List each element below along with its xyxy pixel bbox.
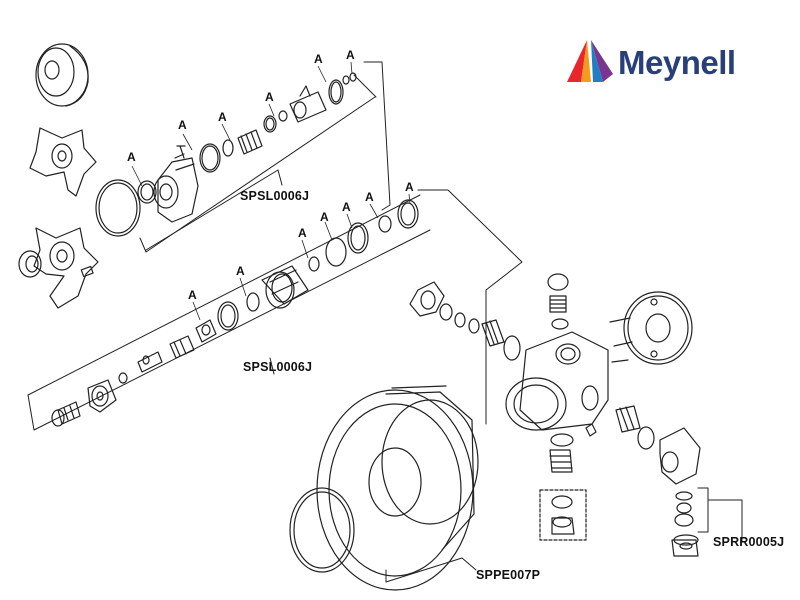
a-marker-leaders: [131, 61, 411, 321]
lower-kit-bracket: [27, 194, 431, 431]
a-marker-3: A: [218, 110, 227, 124]
a-marker-4: A: [265, 90, 274, 104]
a-marker-11: A: [342, 200, 351, 214]
wall-rosette: [609, 291, 693, 365]
part-code-upper-cartridge: SPSL0006J: [240, 189, 310, 203]
flow-knob-cap: [35, 43, 89, 107]
part-code-connector-kit: SPRR0005J: [713, 535, 785, 549]
lever-handle-lower: [33, 227, 99, 309]
a-marker-12: A: [365, 190, 374, 204]
valve-body: [409, 273, 701, 557]
a-marker-13: A: [405, 180, 414, 194]
a-marker-7: A: [188, 288, 197, 302]
part-code-lower-cartridge: SPSL0006J: [243, 360, 313, 374]
plate-kit-bracket: [385, 557, 477, 583]
a-marker-1: A: [127, 150, 136, 164]
connector-kit-bracket: [697, 487, 743, 543]
handle-disc-small: [18, 250, 42, 278]
a-marker-8: A: [236, 264, 245, 278]
handle-grub-screw: [80, 265, 94, 278]
upper-cartridge-assembly: [95, 72, 357, 237]
a-marker-5: A: [314, 52, 323, 66]
lever-handle-upper: [29, 127, 97, 197]
body-connector-line: [417, 189, 523, 425]
meynell-wordmark: Meynell: [618, 44, 736, 81]
a-marker-6: A: [346, 48, 355, 62]
a-marker-10: A: [320, 210, 329, 224]
check-valve-box: [539, 489, 587, 541]
a-marker-9: A: [298, 226, 307, 240]
upper-kit-bracket: [139, 61, 391, 253]
a-marker-2: A: [178, 118, 187, 132]
meynell-logo-mark-icon: [567, 40, 613, 82]
meynell-logo: Meynell: [563, 38, 763, 84]
lower-cartridge-assembly: [51, 199, 419, 427]
part-code-face-plate: SPPE007P: [476, 568, 541, 582]
face-plate-assembly: [289, 385, 479, 591]
